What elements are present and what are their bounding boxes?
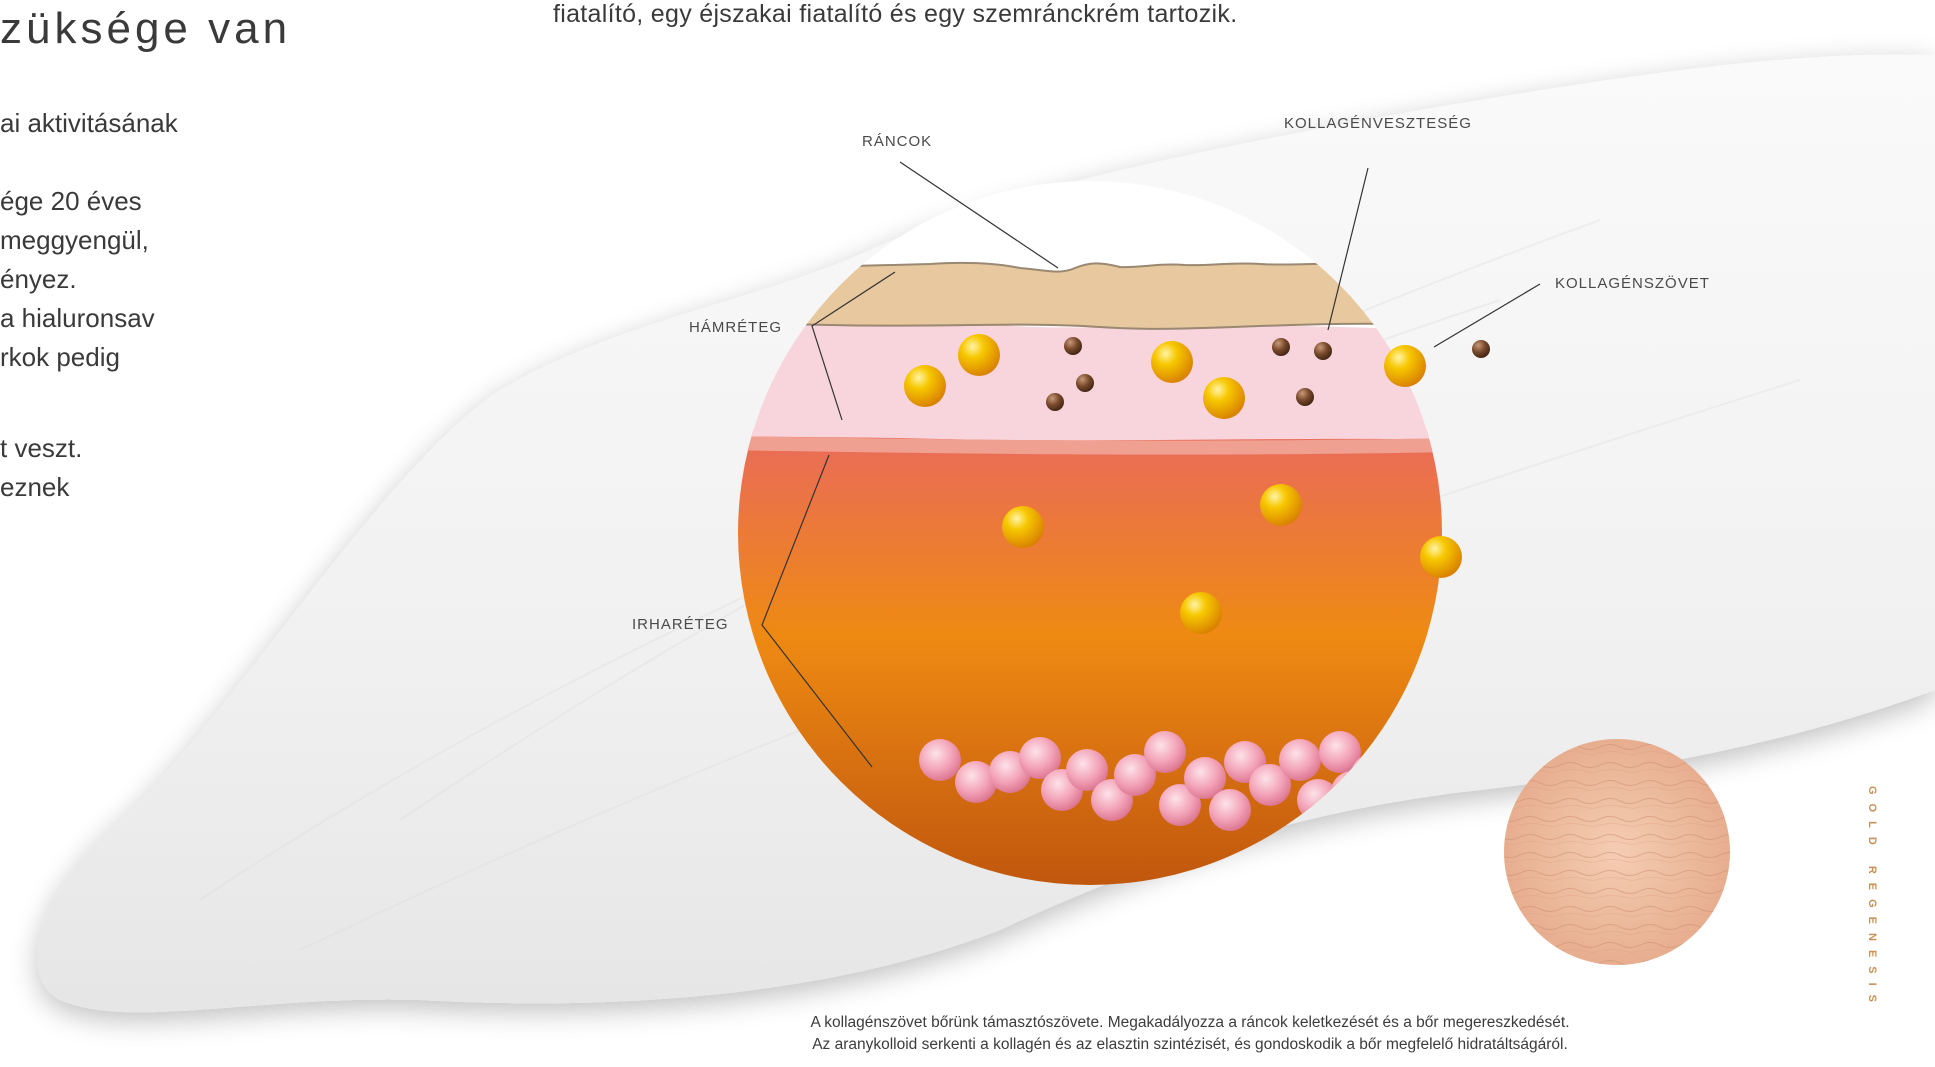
label-dermis: IRHARÉTEG [632, 616, 729, 633]
body-line: meggyengül, [0, 225, 149, 256]
caption-line: A kollagénszövet bőrünk támasztószövete.… [690, 1012, 1690, 1034]
label-collagen-loss: KOLLAGÉNVESZTESÉG [1284, 115, 1472, 132]
label-epidermis: HÁMRÉTEG [689, 319, 782, 336]
body-line: rkok pedig [0, 342, 120, 373]
section-heading: züksége van [0, 4, 291, 54]
brand-vertical: GOLD REGENESIS [1866, 786, 1878, 1011]
label-wrinkles: RÁNCOK [862, 133, 932, 150]
caption-line: Az aranykolloid serkenti a kollagén és a… [690, 1034, 1690, 1056]
caption: A kollagénszövet bőrünk támasztószövete.… [690, 1012, 1690, 1056]
body-line: t veszt. [0, 433, 82, 464]
body-line: a hialuronsav [0, 303, 155, 334]
label-collagen-tissue: KOLLAGÉNSZÖVET [1555, 275, 1710, 292]
skin-texture-photo [1504, 739, 1730, 965]
body-line: ai aktivitásának [0, 108, 178, 139]
body-line: ége 20 éves [0, 186, 142, 217]
body-line: ényez. [0, 264, 77, 295]
intro-text: fiatalító, egy éjszakai fiatalító és egy… [553, 0, 1237, 29]
body-line: eznek [0, 472, 69, 503]
